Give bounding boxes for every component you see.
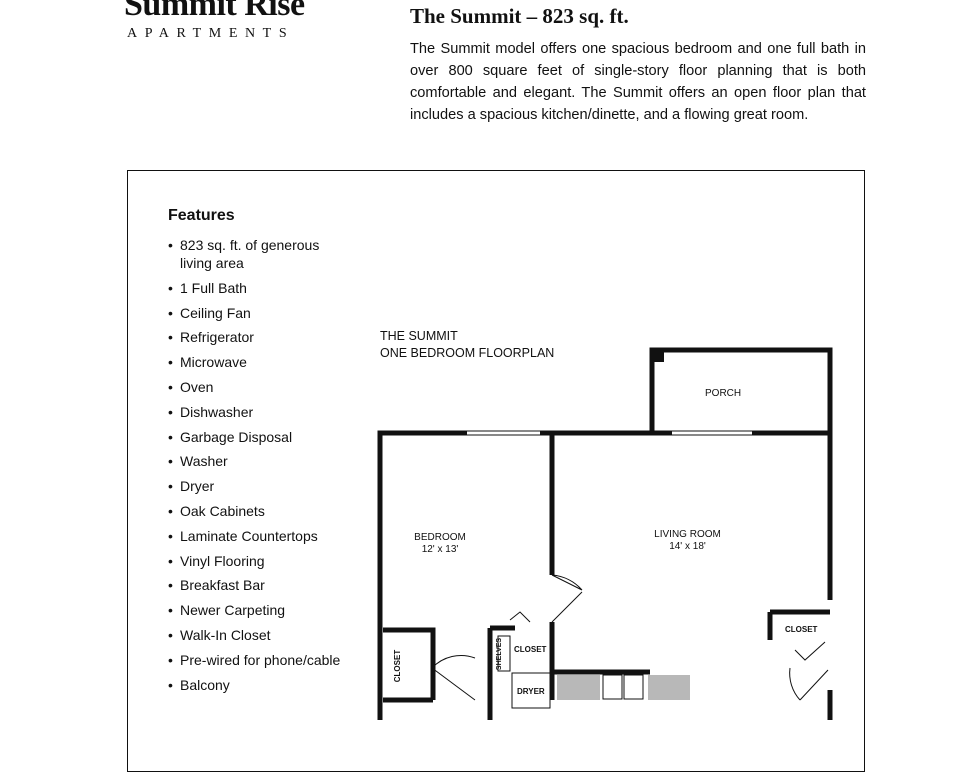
floorplan-title-line2: ONE BEDROOM FLOORPLAN — [380, 346, 555, 360]
feature-item: Dryer — [168, 477, 350, 495]
feature-item: Walk-In Closet — [168, 626, 350, 644]
feature-item: Pre-wired for phone/cable — [168, 651, 350, 669]
feature-item: 1 Full Bath — [168, 279, 350, 297]
feature-item: Microwave — [168, 353, 350, 371]
logo-title: Summit Rise — [124, 0, 305, 23]
shelves-label: SHELVES — [496, 637, 504, 671]
feature-item: Dishwasher — [168, 403, 350, 421]
feature-item: Newer Carpeting — [168, 601, 350, 619]
room-label-porch: PORCH — [705, 388, 742, 399]
feature-item: Oak Cabinets — [168, 502, 350, 520]
feature-item: Garbage Disposal — [168, 428, 350, 446]
feature-item: Laminate Countertops — [168, 527, 350, 545]
feature-item: Breakfast Bar — [168, 576, 350, 594]
feature-item: Refrigerator — [168, 328, 350, 346]
bedroom-size: 12' x 13' — [421, 544, 459, 555]
model-title: The Summit – 823 sq. ft. — [410, 4, 629, 28]
logo-subtitle: APARTMENTS — [127, 26, 295, 41]
floorplan-title-line1: THE SUMMIT — [380, 329, 458, 343]
closet-right-label: CLOSET — [785, 625, 818, 634]
feature-item: Vinyl Flooring — [168, 552, 350, 570]
feature-item: Ceiling Fan — [168, 304, 350, 322]
dryer-label: DRYER — [517, 687, 545, 696]
feature-item: Washer — [168, 452, 350, 470]
feature-item: Balcony — [168, 676, 350, 694]
room-label-living: LIVING ROOM 14' x 18' — [640, 529, 735, 553]
closet-left-label: CLOSET — [393, 649, 403, 683]
closet-mid-label: CLOSET — [514, 645, 547, 654]
bedroom-name: BEDROOM — [414, 532, 466, 543]
feature-item: 823 sq. ft. of generous living area — [168, 236, 350, 272]
feature-item: Oven — [168, 378, 350, 396]
living-room-size: 14' x 18' — [669, 541, 706, 552]
features-heading: Features — [168, 207, 235, 224]
model-description: The Summit model offers one spacious bed… — [410, 41, 866, 123]
floorplan-title: THE SUMMIT ONE BEDROOM FLOORPLAN — [380, 328, 554, 362]
floorplan-drawing — [377, 347, 833, 720]
living-room-name: LIVING ROOM — [654, 529, 721, 540]
room-label-bedroom: BEDROOM 12' x 13' — [405, 532, 475, 556]
features-list: 823 sq. ft. of generous living area 1 Ful… — [168, 236, 350, 700]
